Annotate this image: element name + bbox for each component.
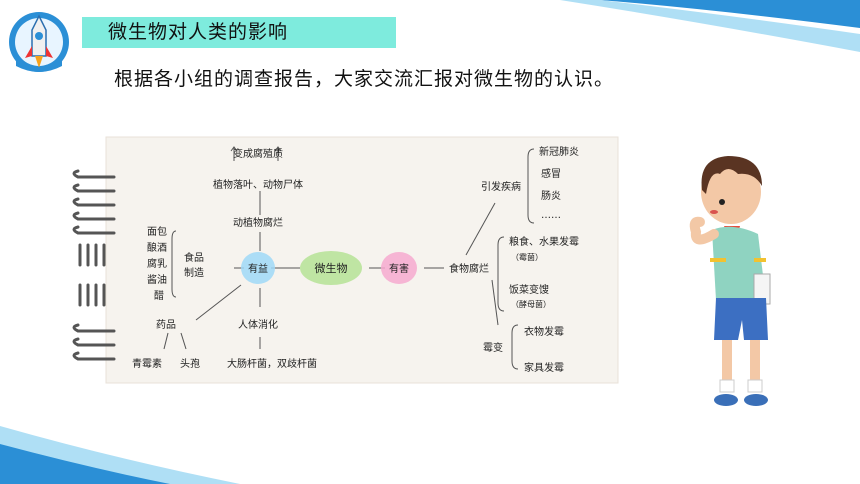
bottom-wave-decoration <box>0 426 240 484</box>
mind-map-notebook: 有益 微生物 有害 变成腐殖质 植物落叶、动物尸体 动植物腐烂 面包 酿酒 腐乳… <box>72 136 619 384</box>
mind-map-connectors <box>163 146 535 370</box>
decay-items-label: 植物落叶、动物尸体 <box>213 178 303 191</box>
food-item-2: 酿酒 <box>147 241 167 254</box>
page-subtitle: 根据各小组的调查报告，大家交流汇报对微生物的认识。 <box>114 68 615 90</box>
mildew-item-1: 衣物发霉 <box>524 325 564 338</box>
disease-item-2: 感冒 <box>541 167 561 180</box>
decay-label: 动植物腐烂 <box>233 216 283 229</box>
mildew-item-2: 家具发霉 <box>524 361 564 374</box>
notebook-spiral <box>72 169 116 361</box>
disease-item-1: 新冠肺炎 <box>539 145 579 158</box>
grain-mold-label: 粮食、水果发霉 <box>509 235 579 248</box>
rocket-icon <box>9 12 69 72</box>
node-label-beneficial: 有益 <box>248 262 268 275</box>
node-label-center: 微生物 <box>315 261 348 275</box>
disease-item-3: 肠炎 <box>541 190 561 202</box>
beneficial-node <box>241 252 275 284</box>
digestion-items-label: 大肠杆菌，双歧杆菌 <box>227 357 317 370</box>
food-item-3: 腐乳 <box>147 257 167 270</box>
food-item-4: 酱油 <box>147 273 167 286</box>
title-bar <box>82 17 396 48</box>
grain-mold-note: （霉菌） <box>511 252 543 262</box>
medicine-item-1: 青霉素 <box>132 357 162 370</box>
node-label-harmful: 有害 <box>389 262 409 275</box>
food-making-label: 食品制造 <box>184 253 204 279</box>
disease-label: 引发疾病 <box>481 180 521 193</box>
boy-illustration <box>689 156 771 406</box>
food-item-1: 面包 <box>147 225 167 238</box>
medicine-label: 药品 <box>156 319 176 331</box>
digestion-label: 人体消化 <box>238 318 278 331</box>
disease-item-4: …… <box>541 210 561 221</box>
food-rot-label: 食物腐烂 <box>449 262 489 275</box>
harmful-node <box>381 252 417 284</box>
rice-spoil-label: 饭菜变馊 <box>509 283 549 296</box>
top-wave-decoration <box>560 0 860 52</box>
mildew-label: 霉变 <box>483 341 503 354</box>
medicine-item-2: 头孢 <box>180 358 200 370</box>
rice-spoil-note: （酵母菌） <box>511 299 551 309</box>
food-item-5: 醋 <box>154 289 164 302</box>
page-title: 微生物对人类的影响 <box>108 21 289 43</box>
decay-result-label: 变成腐殖质 <box>233 147 283 160</box>
center-node <box>300 251 362 285</box>
